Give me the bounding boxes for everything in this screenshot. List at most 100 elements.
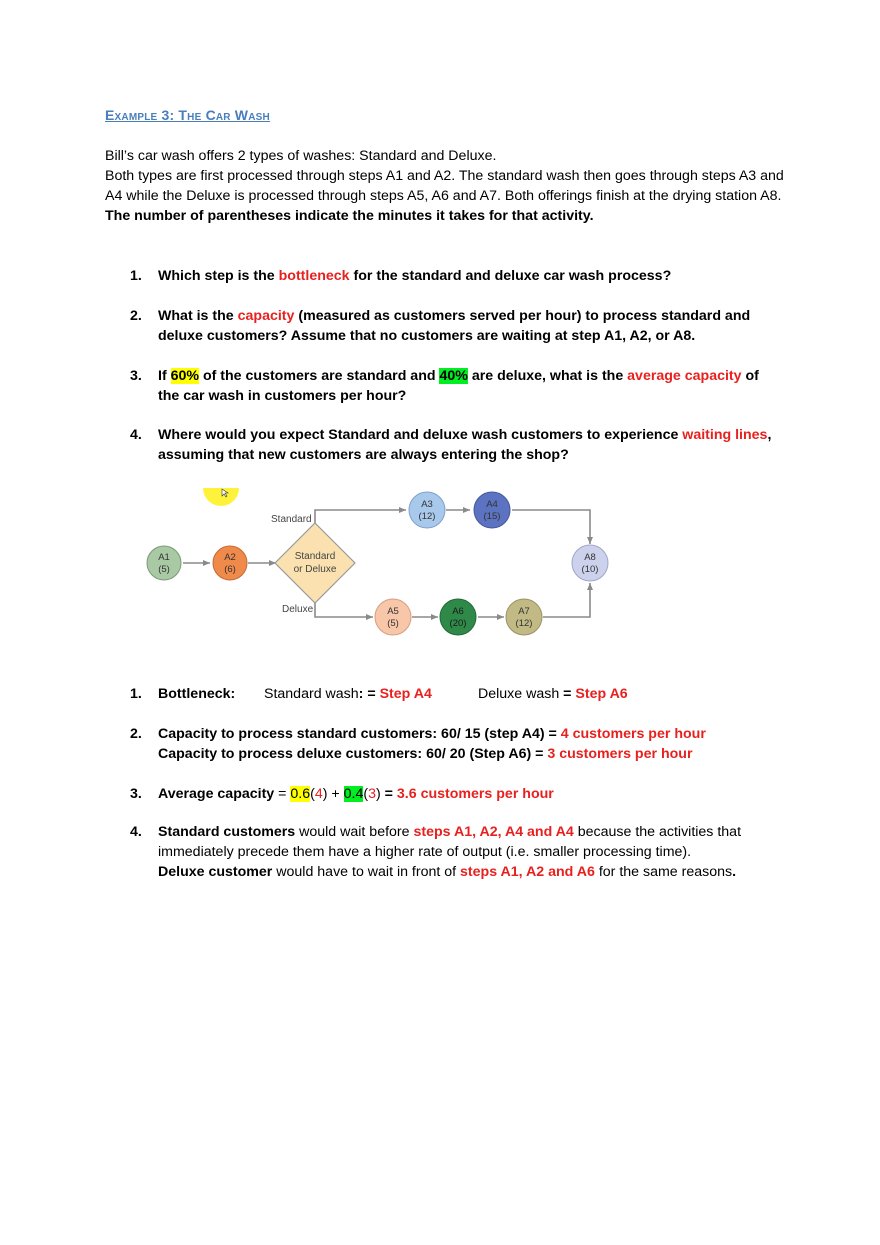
example-heading: Example 3: The Car Wash bbox=[105, 107, 270, 123]
answer-2-line-1: Capacity to process standard customers: … bbox=[158, 724, 780, 744]
answer-1-deluxe-value: Step A6 bbox=[575, 686, 628, 702]
answer-1-standard: Standard wash: = Step A4 bbox=[264, 684, 432, 704]
cursor-highlight bbox=[203, 488, 239, 506]
answer-3-capacity-standard: 4 bbox=[314, 786, 323, 802]
node-a8-circle bbox=[571, 544, 609, 582]
answer-3-weight-standard: 0.6 bbox=[290, 786, 311, 802]
question-text: Which step is the bbox=[158, 268, 279, 284]
question-2: 2. What is the capacity (measured as cus… bbox=[130, 306, 780, 346]
connector-a4-a8 bbox=[512, 509, 593, 544]
intro-line-2: Both types are first processed through s… bbox=[105, 168, 784, 204]
node-a5-circle bbox=[374, 598, 412, 636]
answer-1: 1. Bottleneck: Standard wash: = Step A4 … bbox=[130, 684, 780, 704]
answer-4-deluxe-line: Deluxe customer would have to wait in fr… bbox=[158, 862, 780, 882]
node-a2-time: (6) bbox=[224, 564, 236, 575]
node-a2-name: A2 bbox=[224, 552, 236, 563]
answer-1-label: Bottleneck: bbox=[158, 686, 236, 702]
answer-2-line-2-value: 3 customers per hour bbox=[547, 746, 693, 762]
highlight-deluxe-share: 40% bbox=[439, 368, 468, 384]
node-a5: A5 (5) bbox=[374, 598, 412, 636]
question-text: are deluxe, what is the bbox=[467, 368, 628, 384]
node-a1-circle bbox=[146, 545, 182, 581]
answer-3-eq: = bbox=[274, 786, 291, 802]
question-number: 2. bbox=[130, 308, 142, 324]
node-a7-circle bbox=[505, 598, 543, 636]
answer-3-eq: = bbox=[380, 786, 397, 802]
decision-label-line-1: Standard bbox=[295, 551, 336, 562]
intro-line-1: Bill’s car wash offers 2 types of washes… bbox=[105, 148, 497, 164]
question-text: Where would you expect Standard and delu… bbox=[158, 427, 683, 443]
answer-4-period: . bbox=[732, 864, 737, 880]
node-a6-name: A6 bbox=[452, 606, 464, 617]
question-text: What is the bbox=[158, 308, 238, 324]
decision-diamond bbox=[274, 522, 356, 604]
node-a5-name: A5 bbox=[387, 606, 399, 617]
decision-label-line-2: or Deluxe bbox=[294, 564, 337, 575]
answer-2-line-2: Capacity to process deluxe customers: 60… bbox=[158, 744, 780, 764]
node-a1-name: A1 bbox=[158, 552, 170, 563]
answer-number: 3. bbox=[130, 786, 142, 802]
question-3: 3. If 60% of the customers are standard … bbox=[130, 366, 780, 406]
answer-1-standard-text: Standard wash bbox=[264, 686, 359, 702]
question-text: of the car wash in customers per hour? bbox=[158, 368, 759, 404]
intro-paragraph: Bill’s car wash offers 2 types of washes… bbox=[105, 146, 785, 226]
node-a4-circle bbox=[473, 491, 511, 529]
question-keyword: average capacity bbox=[627, 368, 742, 384]
answer-number: 2. bbox=[130, 726, 142, 742]
answer-number: 4. bbox=[130, 824, 142, 840]
question-1: 1. Which step is the bottleneck for the … bbox=[130, 266, 780, 286]
answer-4-deluxe-label: Deluxe customer bbox=[158, 864, 273, 880]
node-a4: A4 (15) bbox=[473, 491, 511, 529]
answer-number: 1. bbox=[130, 686, 142, 702]
node-a8: A8 (10) bbox=[571, 544, 609, 582]
question-4: 4. Where would you expect Standard and d… bbox=[130, 425, 780, 465]
node-a5-time: (5) bbox=[387, 618, 399, 629]
connector-decision-a3 bbox=[314, 507, 406, 536]
connector-a7-a8 bbox=[543, 583, 593, 618]
node-a3-time: (12) bbox=[419, 511, 436, 522]
answer-2-line-1-text: Capacity to process standard customers: … bbox=[158, 726, 561, 742]
question-keyword: waiting lines bbox=[682, 427, 768, 443]
node-a7-name: A7 bbox=[518, 606, 530, 617]
node-a8-name: A8 bbox=[584, 552, 596, 563]
answer-4-text: because the activities that immediately … bbox=[158, 824, 742, 860]
answer-3-weight-deluxe: 0.4 bbox=[343, 786, 364, 802]
answer-3-result: 3.6 customers per hour bbox=[396, 786, 554, 802]
node-a4-name: A4 bbox=[486, 499, 498, 510]
answer-4-text: for the same reasons bbox=[594, 864, 733, 880]
answer-3-paren: ) bbox=[322, 786, 328, 802]
node-a2: A2 (6) bbox=[212, 545, 248, 581]
answer-3-paren: ( bbox=[363, 786, 369, 802]
answer-2-line-2-text: Capacity to process deluxe customers: 60… bbox=[158, 746, 548, 762]
answer-1-deluxe-text: Deluxe wash bbox=[478, 686, 564, 702]
node-a4-time: (15) bbox=[484, 511, 501, 522]
node-a1-time: (5) bbox=[158, 564, 170, 575]
answer-1-deluxe-eq: = bbox=[563, 686, 576, 702]
process-flow-diagram: Standard or Deluxe Standard Deluxe A1 (5… bbox=[146, 488, 609, 636]
answer-3: 3. Average capacity = 0.6(4) + 0.4(3) = … bbox=[130, 784, 780, 804]
node-a8-time: (10) bbox=[582, 564, 599, 575]
node-a7: A7 (12) bbox=[505, 598, 543, 636]
answer-3-capacity-deluxe: 3 bbox=[368, 786, 376, 802]
cursor-arrow-icon bbox=[221, 488, 229, 498]
answer-3-paren: ( bbox=[310, 786, 315, 802]
question-text: , assuming that new customers are always… bbox=[158, 427, 772, 463]
answer-2-line-1-value: 4 customers per hour bbox=[560, 726, 706, 742]
answer-3-paren: ) bbox=[376, 786, 381, 802]
answer-2: 2. Capacity to process standard customer… bbox=[130, 724, 780, 764]
node-a3-circle bbox=[408, 491, 446, 529]
answer-3-label: Average capacity bbox=[158, 786, 275, 802]
answer-1-standard-value: Step A4 bbox=[379, 686, 432, 702]
branch-label-deluxe: Deluxe bbox=[282, 604, 314, 615]
question-text: of the customers are standard and bbox=[199, 368, 440, 384]
intro-line-3: The number of parentheses indicate the m… bbox=[105, 208, 594, 224]
question-text: (measured as customers served per hour) … bbox=[158, 308, 751, 344]
node-a3: A3 (12) bbox=[408, 491, 446, 529]
answer-1-standard-eq: : = bbox=[358, 686, 380, 702]
question-number: 4. bbox=[130, 427, 142, 443]
question-text: for the standard and deluxe car wash pro… bbox=[349, 268, 672, 284]
answer-1-deluxe: Deluxe wash = Step A6 bbox=[478, 684, 628, 704]
node-a6: A6 (20) bbox=[439, 598, 477, 636]
highlight-standard-share: 60% bbox=[170, 368, 200, 384]
